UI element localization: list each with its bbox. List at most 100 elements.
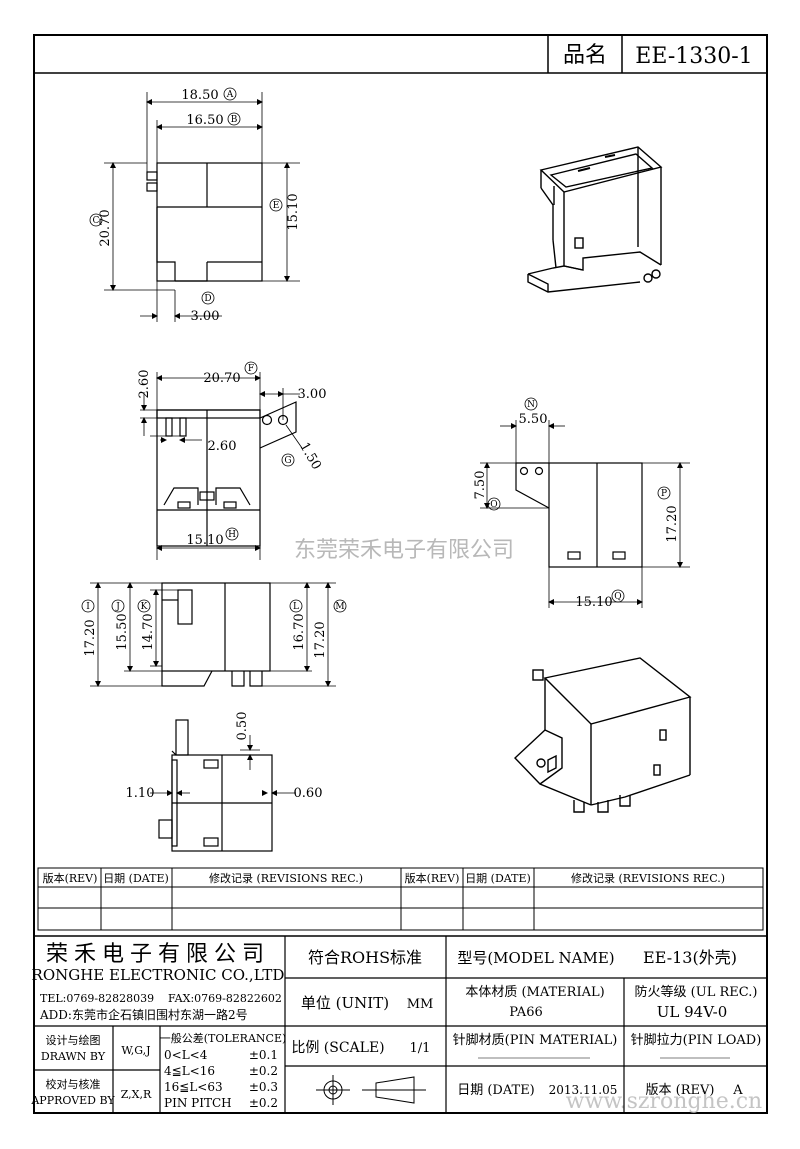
tolerance-title: 一般公差(TOLERANCE) — [160, 1031, 287, 1045]
material-value: PA66 — [509, 1005, 542, 1020]
dim-C: 20.70 — [98, 209, 113, 246]
tol-value-0: ±0.1 — [249, 1048, 278, 1062]
projection-symbol-icon — [316, 1075, 426, 1105]
model-value: EE-13(外壳) — [643, 948, 737, 967]
scale-value: 1/1 — [410, 1041, 431, 1056]
rev-label: 版本 (REV) — [646, 1083, 715, 1098]
date-value: 2013.11.05 — [549, 1083, 618, 1097]
sheet-border — [33, 34, 768, 1114]
side-view — [161, 582, 271, 687]
dim-D: 3.00 — [191, 309, 220, 324]
iso-shell-view — [514, 657, 692, 813]
dim-M-letter: M — [335, 602, 344, 612]
dim-side-left: 2.60 — [137, 370, 152, 399]
front-view-dims — [140, 372, 303, 560]
rev-header-date-2: 日期 (DATE) — [465, 872, 531, 885]
tol-range-3: PIN PITCH — [164, 1096, 232, 1110]
dim-G-letter: G — [284, 456, 291, 466]
dim-top-gap: 0.50 — [235, 712, 250, 741]
rohs-label: 符合ROHS标准 — [308, 948, 422, 967]
rev-header-rev-2: 版本(REV) — [405, 871, 460, 885]
dim-P: 17.20 — [665, 505, 680, 542]
tol-value-1: ±0.2 — [249, 1064, 278, 1078]
date-label: 日期 (DATE) — [457, 1083, 535, 1098]
dim-left-gap: 1.10 — [126, 786, 155, 801]
dim-L-letter: L — [293, 602, 299, 612]
dim-F-right: 3.00 — [298, 387, 327, 402]
dim-H: 15.10 — [186, 533, 223, 548]
dim-I: 17.20 — [83, 619, 98, 656]
dim-N: 5.50 — [519, 412, 548, 427]
design-label-cn: 设计与绘图 — [46, 1033, 101, 1047]
dim-B: 16.50 — [186, 113, 223, 128]
dim-H-letter: H — [228, 530, 236, 540]
dim-G: 1.50 — [296, 440, 323, 473]
dim-O-letter: O — [490, 500, 497, 510]
dim-F-letter: F — [248, 364, 254, 374]
company-addr: ADD:东莞市企石镇旧围村东湖一路2号 — [39, 1007, 248, 1022]
dim-Q-letter: Q — [614, 592, 621, 602]
top-view — [146, 162, 263, 282]
dim-C-letter: C — [93, 216, 100, 226]
top-view-dims — [104, 92, 300, 322]
dim-B-letter: B — [231, 115, 238, 125]
design-value: W,G,J — [121, 1044, 150, 1057]
unit-label: 单位 (UNIT) — [301, 994, 389, 1012]
rev-header-date: 日期 (DATE) — [103, 872, 169, 885]
front-view — [156, 401, 297, 547]
dim-J: 15.50 — [115, 613, 130, 650]
dim-A-letter: A — [226, 90, 234, 100]
dim-Q: 15.10 — [575, 595, 612, 610]
company-cn: 荣禾电子有限公司 — [46, 942, 270, 967]
tol-range-1: 4≦L<16 — [164, 1064, 215, 1078]
dim-N-letter: N — [527, 400, 535, 410]
company-tel: TEL:0769-82828039 — [40, 992, 154, 1005]
pin-material-label: 针脚材质(PIN MATERIAL) — [453, 1032, 618, 1048]
dim-F: 20.70 — [203, 371, 240, 386]
dim-O: 7.50 — [473, 471, 488, 500]
tol-value-2: ±0.3 — [249, 1080, 278, 1094]
dim-right-gap: 0.60 — [294, 786, 323, 801]
dim-K-letter: K — [141, 602, 148, 612]
dim-E-letter: E — [273, 201, 280, 211]
dim-A: 18.50 — [181, 88, 218, 103]
ul-value: UL 94V-0 — [657, 1003, 728, 1021]
bottom-view-dims — [150, 735, 296, 796]
dim-I-letter: I — [86, 602, 90, 612]
rev-value: A — [732, 1083, 743, 1098]
dim-J-letter: J — [115, 602, 120, 612]
check-label-cn: 校对与核准 — [46, 1077, 101, 1091]
part-number: EE-1330-1 — [635, 44, 752, 69]
watermark-corner: www.szronghe.cn — [566, 1089, 762, 1114]
tol-range-2: 16≦L<63 — [164, 1080, 223, 1094]
revision-table — [37, 867, 764, 931]
watermark-center: 东莞荣禾电子有限公司 — [294, 538, 514, 563]
pin-load-label: 针脚拉力(PIN LOAD) — [631, 1032, 762, 1048]
dim-side-mid: 2.60 — [208, 439, 237, 454]
rev-header-rev: 版本(REV) — [43, 871, 98, 885]
design-label-en: DRAWN BY — [41, 1050, 106, 1063]
part-label: 品名 — [563, 43, 607, 68]
check-value: Z,X,R — [121, 1088, 152, 1101]
scale-label: 比例 (SCALE) — [291, 1040, 384, 1056]
unit-value: MM — [407, 997, 434, 1012]
ul-label: 防火等级 (UL REC.) — [635, 984, 758, 1000]
dim-P-letter: P — [661, 489, 667, 499]
dim-M: 17.20 — [313, 621, 328, 658]
header-block: 品名 EE-1330-1 — [34, 35, 767, 74]
rear-view — [515, 462, 643, 568]
check-label-en: APPROVED BY — [30, 1094, 115, 1107]
title-block — [34, 935, 767, 1113]
dim-L: 16.70 — [292, 613, 307, 650]
tol-value-3: ±0.2 — [249, 1096, 278, 1110]
side-view-dims — [90, 582, 336, 687]
dim-D-letter: D — [204, 294, 211, 304]
dim-K: 14.70 — [141, 613, 156, 650]
bottom-view — [158, 719, 273, 852]
tol-range-0: 0<L<4 — [164, 1048, 208, 1062]
company-fax: FAX:0769-82822602 — [168, 992, 282, 1005]
rear-view-dims — [480, 420, 690, 608]
dim-E: 15.10 — [286, 193, 301, 230]
iso-frame-view — [527, 146, 663, 293]
